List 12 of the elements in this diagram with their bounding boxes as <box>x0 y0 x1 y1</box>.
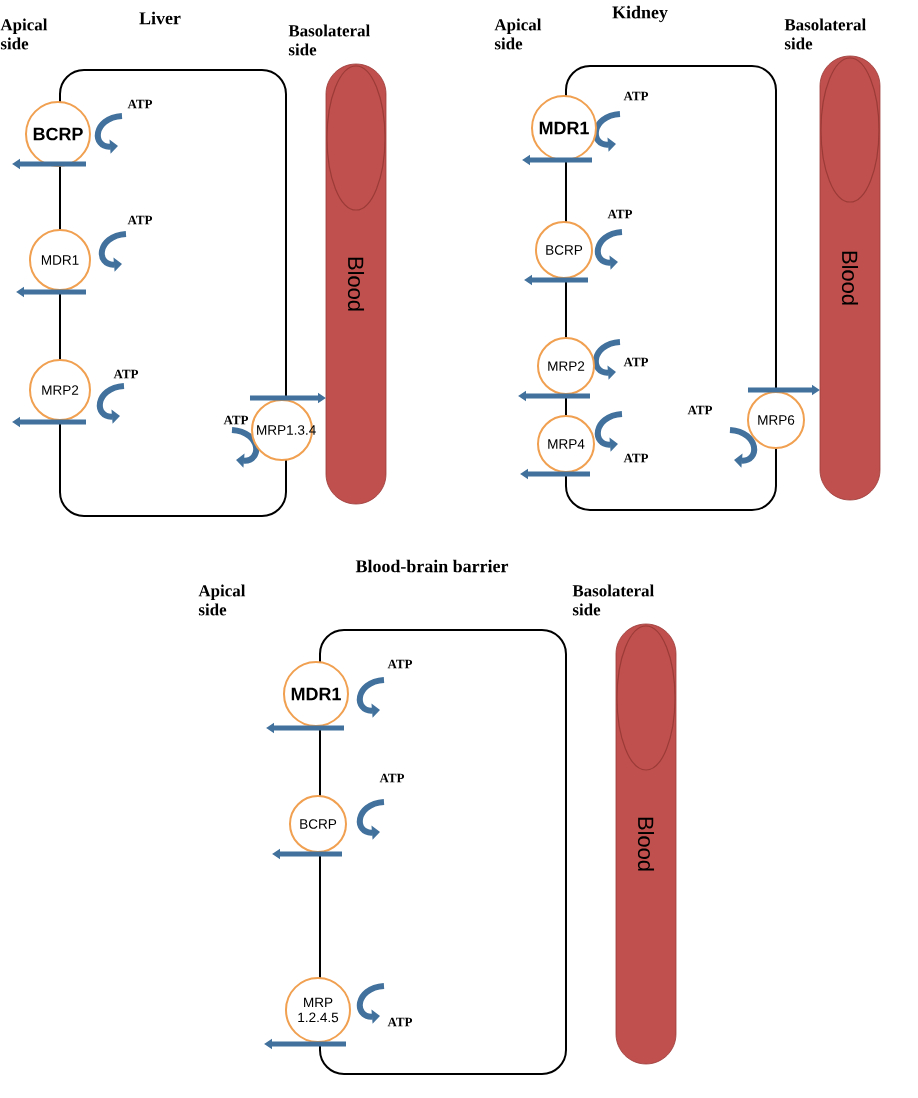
side-label: Apical side <box>494 18 542 50</box>
side-label: Basolateral side <box>572 584 654 616</box>
side-label: Basolateral side <box>784 18 866 50</box>
side-label: Basolateral side <box>288 24 370 56</box>
panel-title: Blood-brain barrier <box>355 559 509 573</box>
side-label: Apical side <box>0 18 48 50</box>
blood-vessel: Blood <box>819 55 881 501</box>
blood-vessel: Blood <box>615 623 677 1065</box>
blood-vessel: Blood <box>325 63 387 505</box>
panel-title: Liver <box>139 11 181 25</box>
panel-title: Kidney <box>612 5 668 23</box>
side-label: Apical side <box>198 584 246 616</box>
